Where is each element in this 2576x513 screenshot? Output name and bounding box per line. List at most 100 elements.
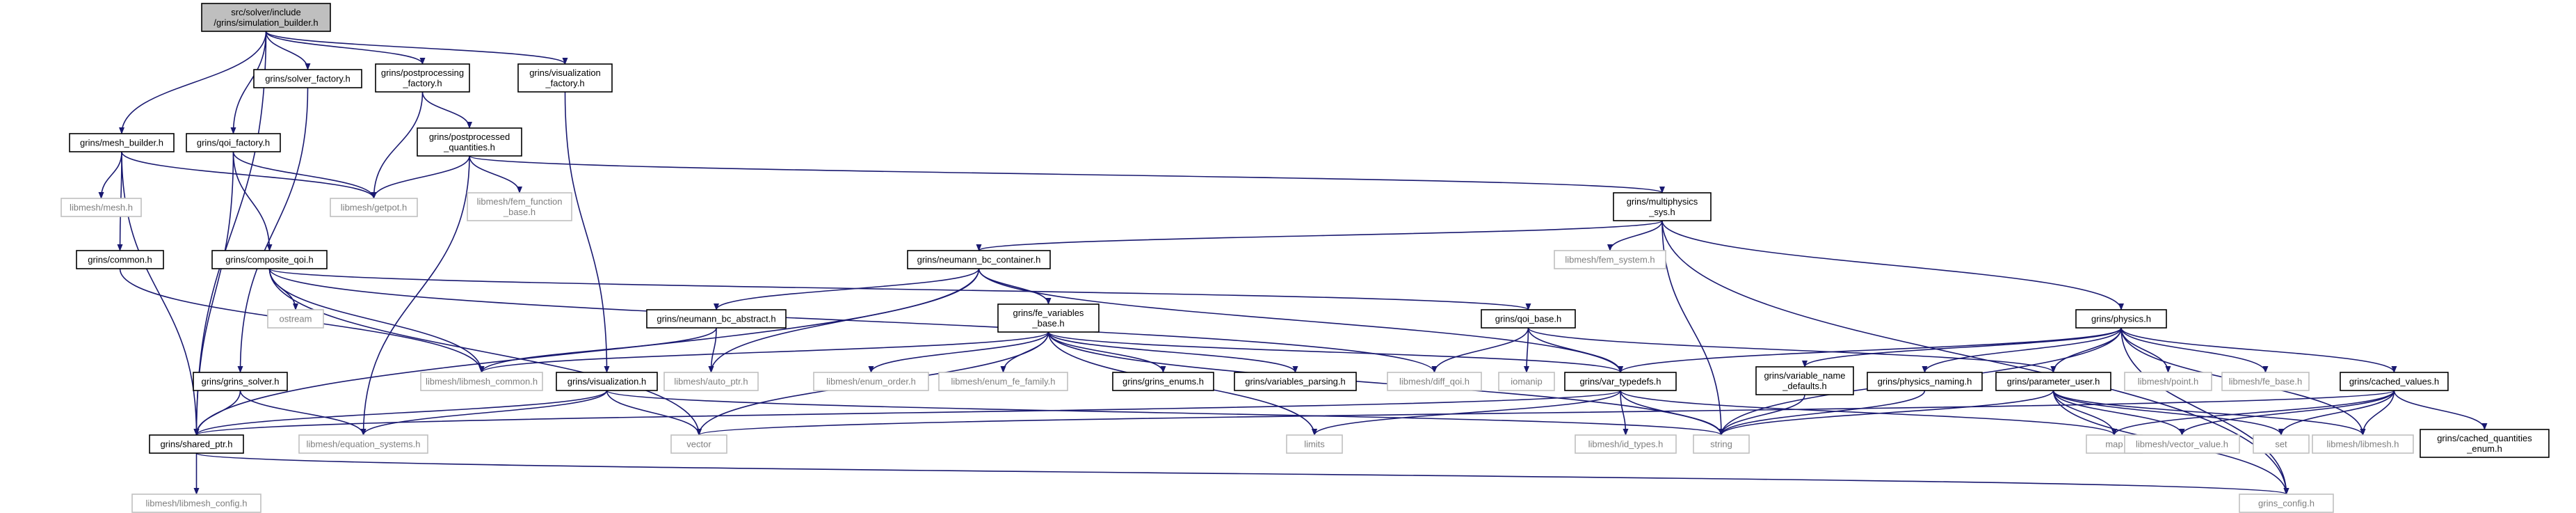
node-label: grins/shared_ptr.h (160, 439, 232, 450)
node-physics[interactable]: grins/physics.h (2075, 309, 2167, 329)
node-label: grins_config.h (2258, 498, 2315, 509)
node-label: grins/variable_name (1764, 370, 1845, 381)
node-box (211, 250, 328, 269)
node-common[interactable]: grins/common.h (76, 250, 164, 269)
dependency-edge (2120, 327, 2269, 373)
dependency-edge (1312, 390, 1621, 436)
node-fe-variables-base[interactable]: grins/fe_variables_base.h (997, 303, 1100, 333)
node-box (517, 63, 613, 93)
node-box (1481, 309, 1576, 329)
node-box (201, 3, 331, 32)
node-box (2221, 372, 2310, 391)
node-box (1387, 372, 1482, 391)
node-box (1564, 372, 1677, 391)
node-label: libmesh/libmesh.h (2326, 439, 2399, 450)
node-var-typedefs[interactable]: grins/var_typedefs.h (1564, 372, 1677, 391)
node-solver-factory[interactable]: grins/solver_factory.h (253, 69, 362, 88)
node-composite-qoi[interactable]: grins/composite_qoi.h (211, 250, 328, 269)
node-postprocessing-factory[interactable]: grins/postprocessing_factory.h (375, 63, 470, 93)
node-box (2420, 429, 2550, 458)
dependency-edge (1620, 390, 2117, 436)
node-box (2239, 494, 2334, 513)
node-enum-fe-family: libmesh/enum_fe_family.h (938, 372, 1068, 391)
dependency-edge (2052, 390, 2284, 436)
node-box (420, 372, 543, 391)
dependency-edge (119, 31, 267, 134)
node-libmesh-config: libmesh/libmesh_config.h (131, 494, 261, 513)
dependency-edge (2393, 390, 2488, 430)
node-label: grins/cached_values.h (2349, 377, 2439, 387)
dependency-edge (232, 151, 377, 199)
node-parameter-user[interactable]: grins/parameter_user.h (1995, 372, 2111, 391)
node-neumann-bc-abstract[interactable]: grins/neumann_bc_abstract.h (646, 309, 787, 329)
node-label: libmesh/enum_order.h (826, 377, 916, 387)
dependency-edge (371, 155, 470, 199)
node-set: set (2253, 434, 2310, 454)
dependency-edge (1047, 331, 1623, 373)
node-cached-quantities-enum[interactable]: grins/cached_quantities_enum.h (2420, 429, 2550, 458)
node-label: libmesh/libmesh_config.h (146, 498, 248, 509)
node-box (2124, 434, 2240, 454)
node-box (1234, 372, 1357, 391)
node-box (646, 309, 787, 329)
node-label: grins/neumann_bc_abstract.h (657, 314, 775, 324)
node-cached-values[interactable]: grins/cached_values.h (2340, 372, 2449, 391)
dependency-edge (469, 155, 522, 194)
node-label: _quantities.h (443, 142, 495, 152)
dependency-edge (1527, 327, 2056, 373)
node-physics-naming[interactable]: grins/physics_naming.h (1867, 372, 1983, 391)
node-box (2340, 372, 2449, 391)
node-postprocessed-quantities[interactable]: grins/postprocessed_quantities.h (417, 127, 522, 157)
node-variables-parsing[interactable]: grins/variables_parsing.h (1234, 372, 1357, 391)
node-box (2312, 434, 2414, 454)
dependency-edge (193, 151, 234, 436)
dependency-edge (265, 31, 426, 65)
node-label: _enum.h (2466, 443, 2502, 454)
node-grins-solver[interactable]: grins/grins_solver.h (193, 372, 288, 391)
dependency-edge (121, 151, 200, 436)
node-label: libmesh/fem_system.h (1565, 255, 1655, 265)
node-label: _base.h (1031, 318, 1064, 329)
dependency-edge (232, 151, 273, 251)
dependency-edge (1527, 327, 1623, 373)
node-box (1613, 192, 1712, 221)
node-simulation-builder[interactable]: src/solver/include/grins/simulation_buil… (201, 3, 331, 32)
dependency-edge (121, 151, 377, 199)
node-box (1554, 250, 1666, 269)
node-qoi-factory[interactable]: grins/qoi_factory.h (186, 133, 281, 152)
node-box (938, 372, 1068, 391)
node-shared-ptr[interactable]: grins/shared_ptr.h (149, 434, 244, 454)
node-visualization[interactable]: grins/visualization.h (556, 372, 658, 391)
node-neumann-bc-container[interactable]: grins/neumann_bc_container.h (907, 250, 1051, 269)
node-label: set (2275, 439, 2287, 450)
node-box (193, 372, 288, 391)
dependency-edge (2052, 390, 2185, 436)
node-box (1693, 434, 1750, 454)
dependency-edge (2111, 390, 2395, 436)
node-label: libmesh/enum_fe_family.h (951, 377, 1055, 387)
node-string: string (1693, 434, 1750, 454)
node-box (131, 494, 261, 513)
node-multiphysics-sys[interactable]: grins/multiphysics_sys.h (1613, 192, 1712, 221)
nodes-layer: src/solver/include/grins/simulation_buil… (61, 3, 2550, 513)
node-qoi-base[interactable]: grins/qoi_base.h (1481, 309, 1576, 329)
dependency-edge (2120, 327, 2289, 495)
node-vector-value: libmesh/vector_value.h (2124, 434, 2240, 454)
node-mesh-builder[interactable]: grins/mesh_builder.h (69, 133, 175, 152)
dependency-edge (478, 331, 1049, 373)
dependency-edge (268, 268, 485, 373)
node-variable-name-defaults[interactable]: grins/variable_name_defaults.h (1755, 366, 1854, 395)
node-grins-enums[interactable]: grins/grins_enums.h (1112, 372, 1214, 391)
node-libmesh-common: libmesh/libmesh_common.h (420, 372, 543, 391)
node-label: grins/composite_qoi.h (225, 255, 313, 265)
dependency-edge (194, 390, 1621, 436)
dependency-edge (1718, 390, 1926, 436)
node-visualization-factory[interactable]: grins/visualization_factory.h (517, 63, 613, 93)
node-label: _defaults.h (1782, 381, 1827, 391)
node-label: libmesh/vector_value.h (2136, 439, 2228, 450)
dependency-edge (230, 31, 267, 134)
dependency-edge (564, 91, 610, 373)
dependency-edge (193, 31, 267, 436)
node-label: grins/physics.h (2091, 314, 2151, 324)
